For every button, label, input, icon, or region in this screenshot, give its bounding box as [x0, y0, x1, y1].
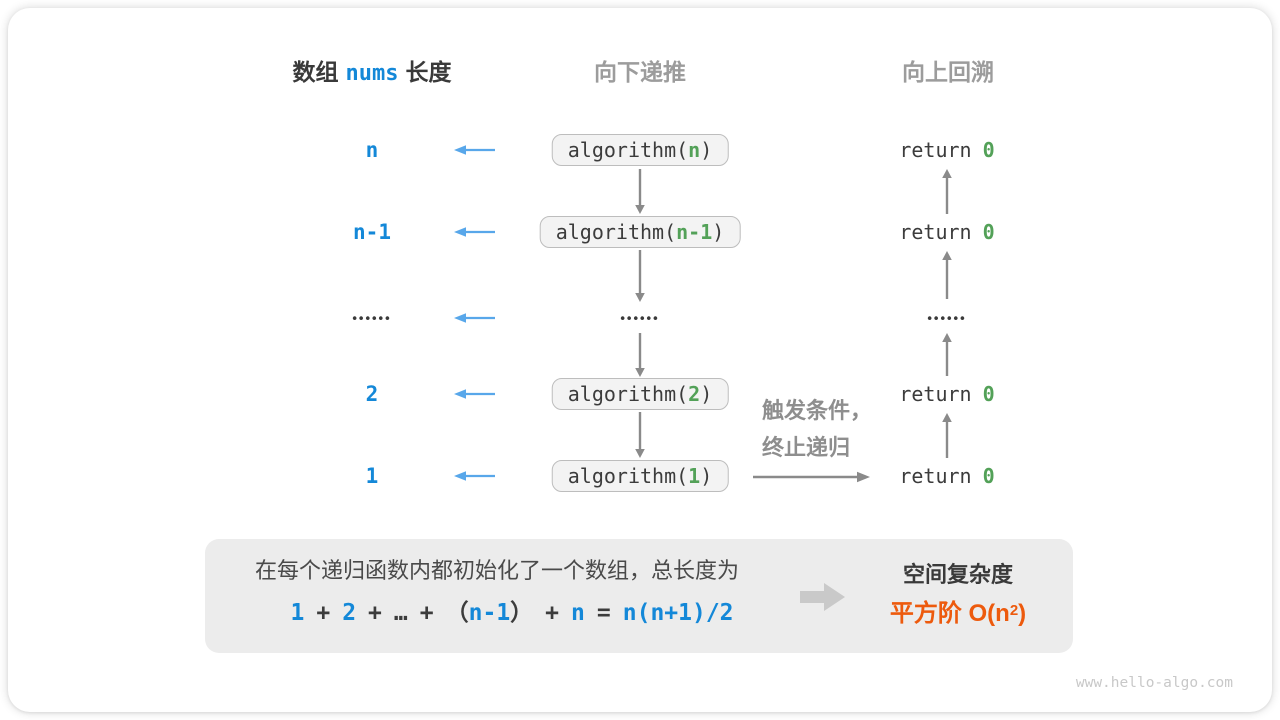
- formula-paren: ）: [510, 600, 534, 626]
- up-arrow-icon: [942, 333, 952, 376]
- header-nums-code: nums: [345, 61, 399, 86]
- left-arrow-icon: [454, 227, 495, 237]
- left-arrow-icon: [454, 471, 495, 481]
- length-label-1: 1: [365, 464, 379, 488]
- up-arrow-icon: [942, 413, 952, 458]
- box-param: 1: [688, 464, 701, 488]
- trigger-note: 触发条件， 终止递归: [762, 392, 872, 466]
- right-arrow-icon: [753, 471, 870, 483]
- left-arrow-icon: [454, 145, 495, 155]
- return-value: 0: [982, 220, 995, 244]
- down-arrow-icon: [635, 169, 645, 214]
- length-label-n-1: n-1: [353, 220, 391, 244]
- return-label: return 0: [899, 220, 994, 244]
- return-keyword: return: [899, 382, 972, 406]
- algorithm-box-1: algorithm(1): [551, 460, 729, 492]
- ellipsis-dots: ••••••: [620, 310, 660, 326]
- box-text: ): [700, 382, 713, 406]
- box-text: algorithm(: [567, 382, 689, 406]
- algorithm-box-2: algorithm(2): [551, 378, 729, 410]
- algorithm-box-n: algorithm(n): [551, 134, 729, 166]
- return-label: return 0: [899, 382, 994, 406]
- summary-panel: [205, 539, 1073, 653]
- column-header-backtrack-up: 向上回溯: [902, 59, 994, 85]
- formula-term: 1: [290, 600, 305, 626]
- up-arrow-icon: [942, 251, 952, 299]
- box-text: algorithm(: [555, 220, 677, 244]
- space-complexity-value: 平方阶 O(n2): [890, 593, 1026, 628]
- up-arrow-icon: [942, 169, 952, 214]
- box-param: n-1: [676, 220, 713, 244]
- block-arrow-icon: [800, 583, 845, 611]
- summary-text: 在每个递归函数内都初始化了一个数组，总长度为: [254, 558, 740, 583]
- formula-paren-term: （n-1）: [446, 600, 534, 626]
- formula-paren: （: [445, 600, 469, 626]
- box-text: ): [700, 138, 713, 162]
- box-text: ): [700, 464, 713, 488]
- column-header-recurse-down: 向下递推: [594, 59, 686, 85]
- return-value: 0: [982, 138, 995, 162]
- box-text: algorithm(: [567, 464, 689, 488]
- return-label: return 0: [899, 138, 994, 162]
- formula-operator: +: [545, 600, 560, 626]
- return-label: return 0: [899, 464, 994, 488]
- down-arrow-icon: [635, 412, 645, 458]
- trigger-note-line1: 触发条件，: [762, 398, 873, 423]
- formula-operator: +: [316, 600, 331, 626]
- box-text: algorithm(: [567, 138, 689, 162]
- left-arrow-icon: [454, 389, 495, 399]
- complexity-text: 平方阶 O(n: [889, 600, 1010, 627]
- formula-equals: =: [596, 600, 611, 626]
- formula-term: n: [571, 600, 585, 626]
- left-arrow-icon: [454, 313, 495, 323]
- down-arrow-icon: [635, 333, 645, 377]
- formula-ellipsis: …: [393, 600, 408, 626]
- header-array-suffix: 长度: [405, 59, 452, 85]
- algorithm-box-n-1: algorithm(n-1): [539, 216, 741, 248]
- formula-result: n(n+1)/2: [622, 600, 734, 626]
- length-label-2: 2: [365, 382, 379, 406]
- formula: 1 +2 + … + （n-1） + n = n(n+1)/2: [284, 593, 739, 627]
- watermark: www.hello-algo.com: [1075, 675, 1233, 691]
- formula-term: 2: [342, 600, 357, 626]
- return-value: 0: [982, 382, 995, 406]
- trigger-note-line2: 终止递归: [762, 435, 851, 460]
- complexity-exponent: 2: [1009, 602, 1019, 619]
- box-param: n: [688, 138, 701, 162]
- return-value: 0: [982, 464, 995, 488]
- down-arrow-icon: [635, 250, 645, 302]
- box-text: ): [712, 220, 725, 244]
- header-array-prefix: 数组: [292, 59, 339, 85]
- return-keyword: return: [899, 138, 972, 162]
- formula-operator: +: [368, 600, 382, 626]
- box-param: 2: [688, 382, 701, 406]
- return-keyword: return: [899, 464, 972, 488]
- return-keyword: return: [899, 220, 972, 244]
- ellipsis-dots: ••••••: [352, 310, 392, 326]
- formula-term: n-1: [468, 600, 511, 626]
- formula-operator: +: [419, 600, 434, 626]
- space-complexity-title: 空间复杂度: [902, 562, 1014, 587]
- length-label-n: n: [365, 138, 379, 162]
- complexity-text: ): [1018, 600, 1027, 627]
- ellipsis-dots: ••••••: [927, 310, 967, 326]
